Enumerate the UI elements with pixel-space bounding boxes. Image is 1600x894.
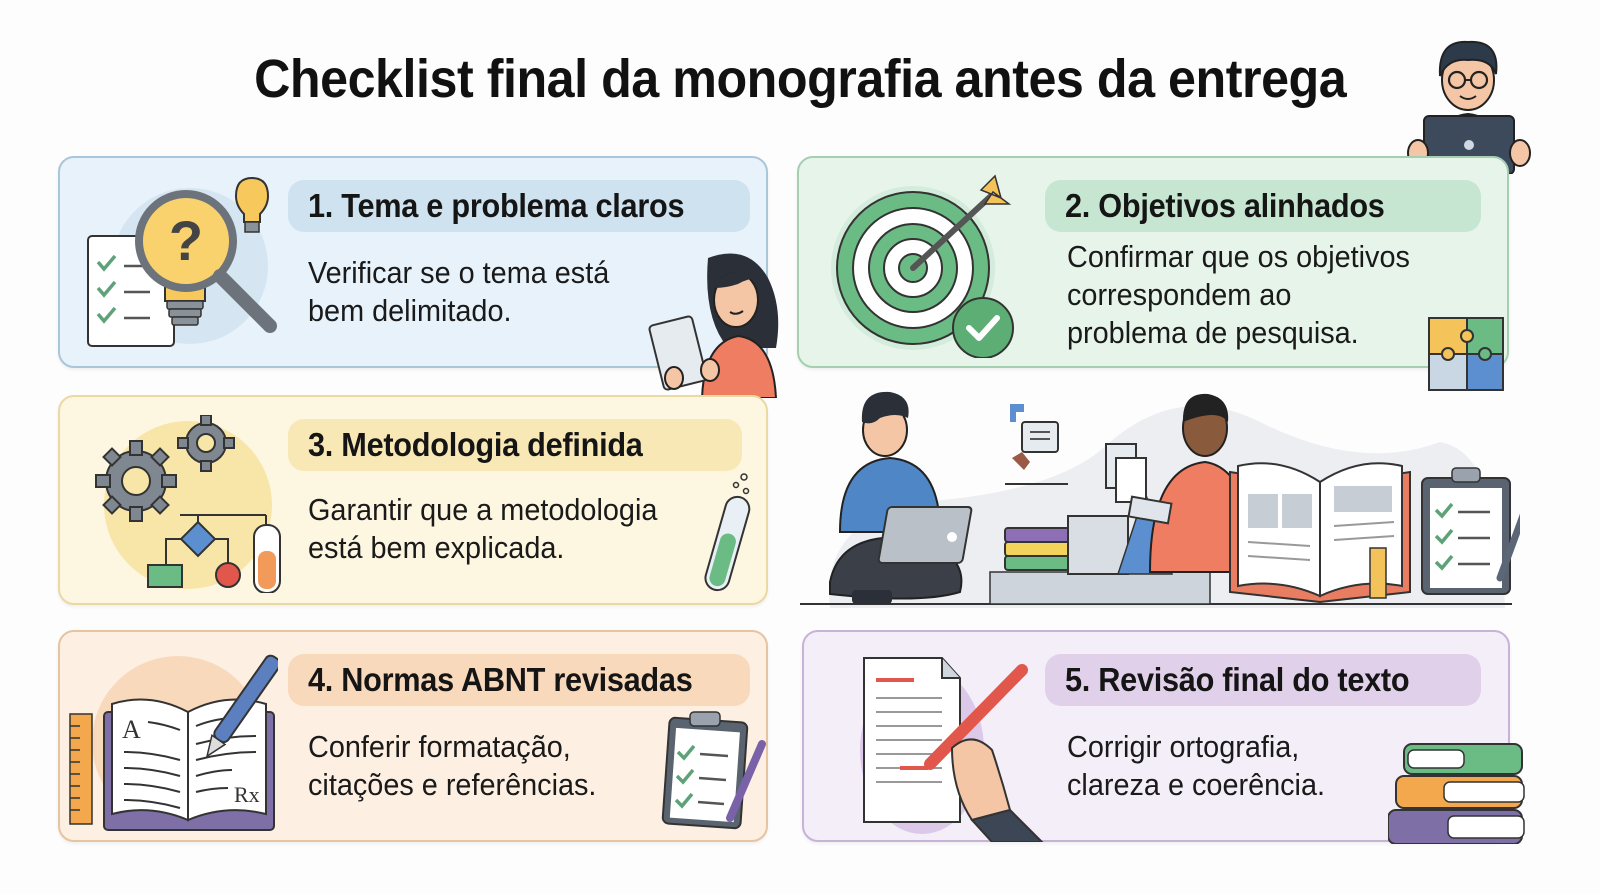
card-description: Conferir formatação, citações e referênc… — [308, 729, 597, 802]
clipboard-checklist-icon — [660, 708, 770, 832]
target-arrow-illustration — [823, 168, 1033, 358]
document-edit-illustration — [832, 650, 1072, 842]
checklist-card-revisao: 5. Revisão final do texto Corrigir ortog… — [802, 630, 1525, 844]
svg-text:Rx: Rx — [234, 782, 260, 807]
books-stack-icon — [1388, 740, 1528, 844]
svg-text:?: ? — [169, 209, 203, 272]
open-book-pen-illustration: A Rx — [68, 652, 278, 832]
svg-text:A: A — [122, 715, 141, 744]
card-description: Verificar se o tema está bem delimitado. — [308, 255, 610, 328]
gears-flowchart-illustration — [88, 415, 288, 593]
students-studying-scene — [800, 382, 1520, 608]
student-laptop-illustration — [1398, 18, 1538, 174]
card-heading: 1. Tema e problema claros — [288, 180, 750, 232]
card-heading: 2. Objetivos alinhados — [1045, 180, 1481, 232]
checklist-card-normas-abnt: A Rx 4. Normas ABNT revisadas Conferir f… — [58, 630, 768, 842]
card-description: Confirmar que os objetivos correspondem … — [1067, 239, 1410, 350]
magnifier-question-illustration: ? — [80, 176, 300, 356]
card-description: Corrigir ortografia, clareza e coerência… — [1067, 729, 1326, 802]
card-heading: 5. Revisão final do texto — [1045, 654, 1481, 706]
checklist-card-objetivos: 2. Objetivos alinhados Confirmar que os … — [797, 156, 1509, 391]
checklist-card-metodologia: 3. Metodologia definida Garantir que a m… — [58, 395, 768, 605]
checklist-card-tema: ? 1. Tema e problema claros Verificar se… — [58, 156, 779, 398]
card-heading: 4. Normas ABNT revisadas — [288, 654, 750, 706]
test-tube-icon — [696, 471, 756, 595]
card-heading: 3. Metodologia definida — [288, 419, 742, 471]
page-title: Checklist final da monografia antes da e… — [253, 49, 1347, 109]
puzzle-icon — [1421, 314, 1509, 396]
card-description: Garantir que a metodologia está bem expl… — [308, 492, 658, 565]
woman-reading-tablet-illustration — [648, 248, 788, 398]
